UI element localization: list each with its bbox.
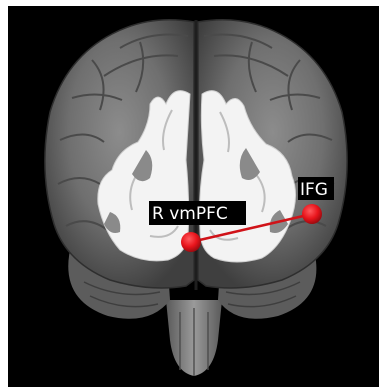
node-ifg xyxy=(302,204,322,224)
label-r-vmpfc: R vmPFC xyxy=(149,201,246,225)
label-ifg-text: IFG xyxy=(300,180,328,200)
label-ifg: IFG xyxy=(298,177,334,200)
label-r-vmpfc-text: R vmPFC xyxy=(152,204,228,224)
node-r-vmpfc xyxy=(181,232,201,252)
